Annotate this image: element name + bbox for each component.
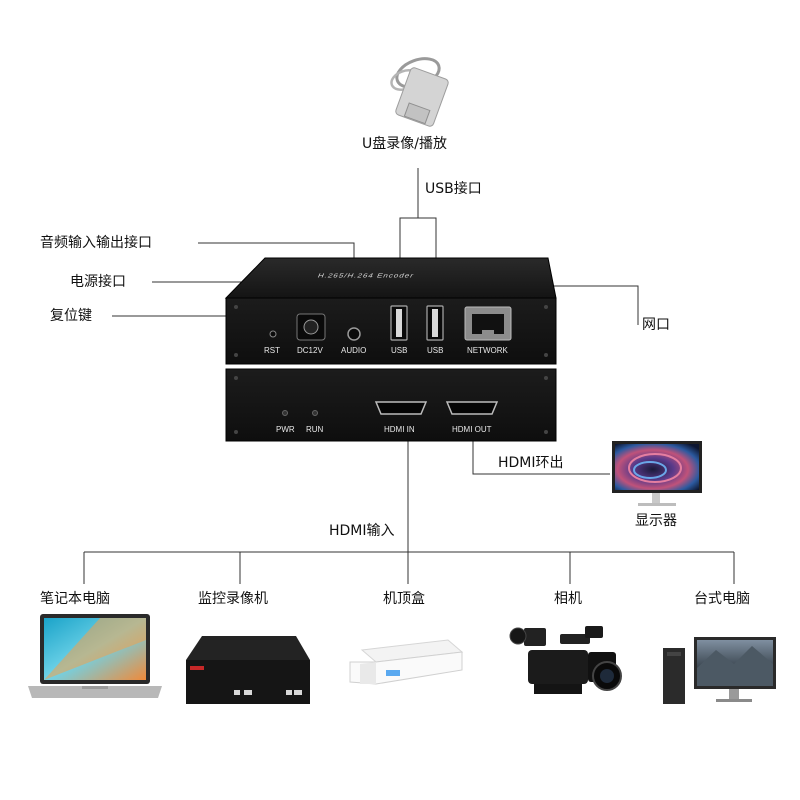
power-label: 电源接口 [70, 274, 126, 290]
usb-drive-label: U盘录像/播放 [362, 136, 447, 152]
port-label-run: RUN [306, 425, 324, 434]
port-label-pwr: PWR [276, 425, 295, 434]
port-label-network: NETWORK [467, 346, 508, 355]
encoder-rear-unit [224, 257, 557, 365]
hdmi-input-label: HDMI输入 [329, 523, 395, 539]
hdmi-loop-label: HDMI环出 [498, 455, 564, 471]
source-label-camera: 相机 [554, 591, 582, 607]
reset-label: 复位键 [50, 308, 92, 324]
set-top-box-icon [349, 639, 464, 685]
encoder-front-unit [225, 368, 557, 442]
nvr-icon [186, 636, 310, 704]
source-label-nvr: 监控录像机 [198, 591, 268, 607]
port-label-hdmi-out: HDMI OUT [452, 425, 492, 434]
source-label-desktop: 台式电脑 [694, 591, 750, 607]
camcorder-icon [509, 626, 622, 694]
monitor-label: 显示器 [635, 513, 677, 529]
usb-port-label: USB接口 [425, 181, 482, 197]
laptop-icon [28, 614, 162, 698]
monitor-icon [612, 441, 702, 506]
port-label-dc12v: DC12V [297, 346, 323, 355]
port-label-usb-1: USB [391, 346, 408, 355]
port-label-audio: AUDIO [341, 346, 367, 355]
source-label-laptop: 笔记本电脑 [40, 591, 110, 607]
port-label-usb-2: USB [427, 346, 444, 355]
port-label-hdmi-in: HDMI IN [384, 425, 415, 434]
device-title: H.265/H.264 Encoder [316, 272, 416, 279]
audio-label: 音频输入输出接口 [40, 235, 152, 251]
usb-drive-icon [390, 57, 449, 127]
port-label-rst: RST [264, 346, 280, 355]
source-label-stb: 机顶盒 [383, 591, 425, 607]
desktop-pc-icon [663, 637, 776, 704]
network-label: 网口 [642, 317, 670, 333]
